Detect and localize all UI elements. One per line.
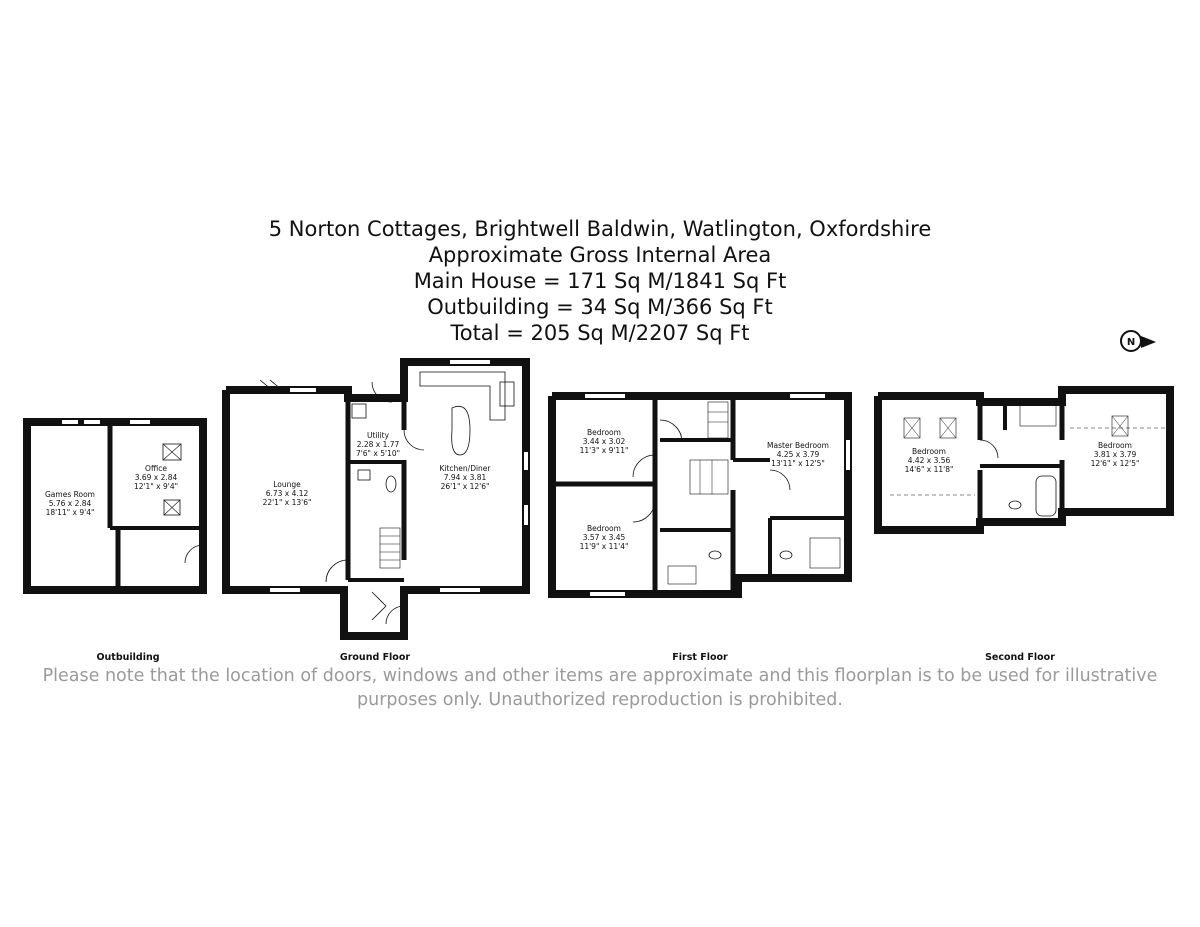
outbuilding-plan: [23, 418, 207, 594]
utility-imperial: 7'6" x 5'10": [356, 449, 400, 458]
total-area: Total = 205 Sq M/2207 Sq Ft: [450, 321, 750, 345]
bedroom-4-name: Bedroom: [1098, 441, 1132, 450]
games-room-imperial: 18'11" x 9'4": [46, 508, 95, 517]
lounge-metric: 6.73 x 4.12: [266, 489, 309, 498]
utility-name: Utility: [367, 431, 390, 440]
kitchen-diner-name: Kitchen/Diner: [439, 464, 491, 473]
area-heading: Approximate Gross Internal Area: [428, 243, 772, 267]
compass-icon: N: [1120, 330, 1156, 352]
disclaimer-line-1: Please note that the location of doors, …: [42, 666, 1158, 686]
bedroom-4-metric: 3.81 x 3.79: [1094, 450, 1137, 459]
utility-metric: 2.28 x 1.77: [357, 440, 400, 449]
outbuilding-area: Outbuilding = 34 Sq M/366 Sq Ft: [427, 295, 773, 319]
bedroom-1-imperial: 11'3" x 9'11": [580, 446, 629, 455]
disclaimer-line-2: purposes only. Unauthorized reproduction…: [357, 690, 843, 710]
main-house-area: Main House = 171 Sq M/1841 Sq Ft: [413, 269, 787, 293]
lounge-imperial: 22'1" x 13'6": [263, 498, 312, 507]
lounge-name: Lounge: [273, 480, 301, 489]
bedroom-3-imperial: 14'6" x 11'8": [905, 465, 954, 474]
bedroom-3-metric: 4.42 x 3.56: [908, 456, 951, 465]
first-floor-label: First Floor: [672, 652, 728, 663]
bedroom-2-imperial: 11'9" x 11'4": [580, 542, 629, 551]
ground-floor-label: Ground Floor: [340, 652, 410, 663]
bedroom-2-metric: 3.57 x 3.45: [583, 533, 626, 542]
master-bedroom-metric: 4.25 x 3.79: [777, 450, 820, 459]
ground-floor-plan: [222, 358, 530, 640]
outbuilding-label: Outbuilding: [96, 652, 159, 663]
bedroom-3-name: Bedroom: [912, 447, 946, 456]
master-bedroom-imperial: 13'11" x 12'5": [771, 459, 825, 468]
bedroom-2-name: Bedroom: [587, 524, 621, 533]
bedroom-1-metric: 3.44 x 3.02: [583, 437, 626, 446]
second-floor-label: Second Floor: [985, 652, 1055, 663]
bedroom-4-imperial: 12'6" x 12'5": [1091, 459, 1140, 468]
games-room-name: Games Room: [45, 490, 95, 499]
compass-letter: N: [1127, 337, 1135, 348]
office-metric: 3.69 x 2.84: [135, 473, 178, 482]
second-floor-plan: [874, 386, 1174, 534]
office-name: Office: [145, 464, 167, 473]
bedroom-1-name: Bedroom: [587, 428, 621, 437]
kitchen-diner-imperial: 26'1" x 12'6": [441, 482, 490, 491]
floor-labels: Outbuilding Ground Floor First Floor Sec…: [96, 652, 1055, 663]
plan-header: 5 Norton Cottages, Brightwell Baldwin, W…: [0, 216, 1200, 346]
property-address: 5 Norton Cottages, Brightwell Baldwin, W…: [268, 217, 932, 241]
first-floor-plan: [548, 392, 852, 598]
office-imperial: 12'1" x 9'4": [134, 482, 178, 491]
games-room-metric: 5.76 x 2.84: [49, 499, 92, 508]
kitchen-diner-metric: 7.94 x 3.81: [444, 473, 487, 482]
room-labels: Games Room 5.76 x 2.84 18'11" x 9'4" Off…: [45, 428, 1139, 551]
master-bedroom-name: Master Bedroom: [767, 441, 829, 450]
disclaimer: Please note that the location of doors, …: [30, 664, 1170, 712]
